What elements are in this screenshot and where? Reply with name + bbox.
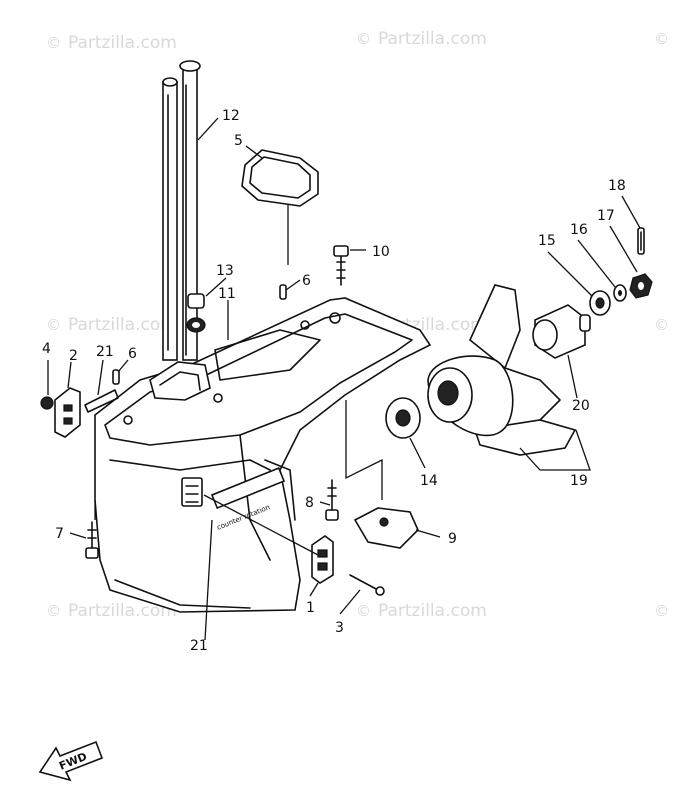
watermark-copyright: ©: [46, 34, 61, 52]
watermark-copyright: ©: [654, 602, 669, 620]
callout-4: 4: [42, 341, 51, 357]
callout-11: 11: [218, 286, 236, 302]
callout-7: 7: [55, 526, 64, 542]
bolt-4: [40, 396, 54, 410]
watermark-copyright: ©: [46, 602, 61, 620]
watermark-copyright: ©: [46, 316, 61, 334]
callout-12: 12: [222, 108, 240, 124]
anode-left: [54, 387, 81, 438]
dowel-pin: [112, 369, 120, 385]
callout-3: 3: [335, 620, 344, 636]
callout-1: 1: [306, 600, 315, 616]
bolt-3: [349, 574, 385, 596]
callout-20: 20: [572, 398, 590, 414]
leader-lines: [47, 117, 641, 641]
watermark-copyright: ©: [356, 602, 371, 620]
thrust-spacer: [385, 397, 421, 439]
bolt-10: [333, 245, 349, 286]
watermark-text: Partzilla.com: [68, 315, 177, 335]
nut-17: [629, 273, 653, 299]
fwd-arrow-icon: FWD: [38, 740, 104, 782]
drive-shaft-upper: [162, 77, 178, 361]
callout-21: 21: [96, 344, 114, 360]
dowel-pin: [279, 284, 287, 300]
watermark-text: Partzilla.com: [68, 33, 177, 53]
callout-19: 19: [570, 473, 588, 489]
watermark-text: Partzilla.com: [378, 601, 487, 621]
callout-8: 8: [305, 495, 314, 511]
trim-tab: [353, 507, 419, 549]
drive-shaft: [179, 60, 201, 361]
bushing-seal: [186, 293, 206, 333]
side-grille: [181, 477, 203, 507]
bolt-7: [85, 521, 99, 559]
callout-9: 9: [448, 531, 457, 547]
propeller-spacer: [532, 304, 591, 359]
washer-15: [589, 290, 611, 316]
callout-13: 13: [216, 263, 234, 279]
callout-15: 15: [538, 233, 556, 249]
cotter-pin-18: [637, 227, 645, 255]
gasket: [241, 149, 319, 207]
washer-16: [613, 284, 627, 302]
watermark-copyright: ©: [654, 30, 669, 48]
lower-case-housing: [94, 297, 432, 613]
callout-18: 18: [608, 178, 626, 194]
callout-17: 17: [597, 208, 615, 224]
callout-10: 10: [372, 244, 390, 260]
propeller: [427, 284, 577, 456]
decal-strip-21: [84, 389, 119, 413]
watermark-copyright: ©: [356, 30, 371, 48]
callout-labels: 1 2 3 4 5 6 6 7 8 9 10 11 12 13 14 15 16…: [42, 108, 626, 654]
bolt-8: [325, 479, 339, 521]
watermark-text: Partzilla.com: [68, 601, 177, 621]
callout-6b: 6: [128, 346, 137, 362]
anode-right: [311, 535, 334, 584]
callout-14: 14: [420, 473, 438, 489]
watermark-copyright: ©: [654, 316, 669, 334]
callout-6: 6: [302, 273, 311, 289]
watermark-text: Partzilla.com: [378, 29, 487, 49]
callout-5: 5: [234, 133, 243, 149]
callout-21b: 21: [190, 638, 208, 654]
callout-2: 2: [69, 348, 78, 364]
callout-16: 16: [570, 222, 588, 238]
